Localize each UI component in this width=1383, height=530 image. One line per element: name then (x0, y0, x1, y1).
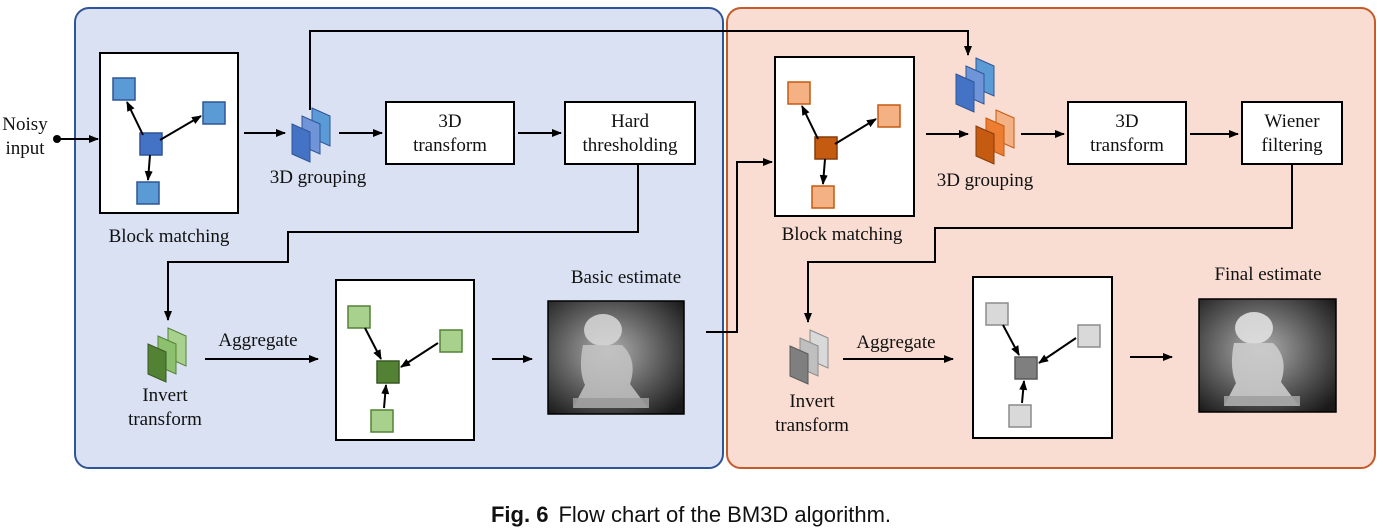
stage2-transform-line2: transform (1090, 135, 1164, 156)
stage1-block-matching (99, 52, 239, 214)
basic-estimate-image (547, 300, 685, 415)
arrow-basic-estimate-to-stage2-block-matching (706, 158, 773, 333)
estimate-block (439, 329, 463, 353)
stage2-aggregate-label: Aggregate (856, 332, 935, 353)
estimate-block (347, 305, 371, 329)
matched-block (787, 81, 811, 105)
matched-block (112, 77, 136, 101)
stage1-grouping-label: 3D grouping (270, 167, 367, 188)
caption-label: Fig. 6 (491, 502, 548, 527)
stage2-filter-line1: Wiener (1264, 111, 1320, 132)
stage1-transform-line2: transform (413, 135, 487, 156)
target-block (1014, 356, 1038, 380)
stage2-block-matching-label: Block matching (782, 224, 903, 245)
stage1-filter-line2: thresholding (583, 135, 678, 156)
stage2-grouping-stack-orange (975, 109, 1015, 165)
stage2-filter-box (1241, 101, 1343, 165)
estimate-block (1077, 324, 1101, 348)
stage1-aggregate-label: Aggregate (218, 330, 297, 351)
final-estimate-label: Final estimate (1214, 264, 1321, 285)
estimate-block (370, 409, 394, 433)
stage2-grouping-label: 3D grouping (937, 170, 1034, 191)
stage1-filter-line1: Hard (611, 111, 649, 132)
stage2-transform-line1: 3D (1115, 111, 1138, 132)
stage2-grouping-stack-blue (955, 57, 995, 113)
stage2-invert-line1: Invert (789, 391, 835, 412)
stage1-grouping-stack (291, 107, 331, 163)
arrow-noisy-input-to-stage2-grouping (309, 30, 972, 110)
stage1-invert-line2: transform (128, 409, 202, 430)
stage2-transform-box (1067, 101, 1187, 165)
stage1-transform-line1: 3D (438, 111, 461, 132)
matched-block (811, 185, 835, 209)
arrow-filter-to-invert-1 (164, 164, 639, 321)
stage1-invert-stack (147, 327, 187, 383)
basic-estimate-label: Basic estimate (571, 267, 681, 288)
estimate-block (985, 302, 1009, 326)
stage1-invert-line1: Invert (142, 385, 188, 406)
caption-text: Flow chart of the BM3D algorithm. (558, 502, 891, 527)
noisy-input-label-line2: input (5, 138, 45, 159)
matched-block (136, 181, 160, 205)
stage2-aggregation-box (972, 276, 1113, 439)
final-estimate-image (1198, 298, 1337, 413)
stage1-aggregation-box (335, 279, 475, 441)
figure-caption: Fig. 6 Flow chart of the BM3D algorithm. (491, 502, 891, 527)
stage1-filter-box (564, 101, 696, 165)
stage2-block-matching (774, 56, 915, 217)
reference-block (139, 132, 163, 156)
reference-block (814, 136, 838, 160)
stage1-block-matching-label: Block matching (109, 226, 230, 247)
estimate-block (1008, 404, 1032, 428)
noisy-input-label-line1: Noisy (2, 114, 48, 135)
stage2-filter-line2: filtering (1261, 135, 1323, 156)
matched-block (877, 104, 901, 128)
stage2-invert-stack (789, 329, 829, 385)
arrow-filter-to-invert-2 (804, 164, 1293, 323)
stage1-transform-box (385, 101, 515, 165)
matched-block (202, 101, 226, 125)
target-block (376, 360, 400, 384)
stage2-invert-line2: transform (775, 415, 849, 436)
